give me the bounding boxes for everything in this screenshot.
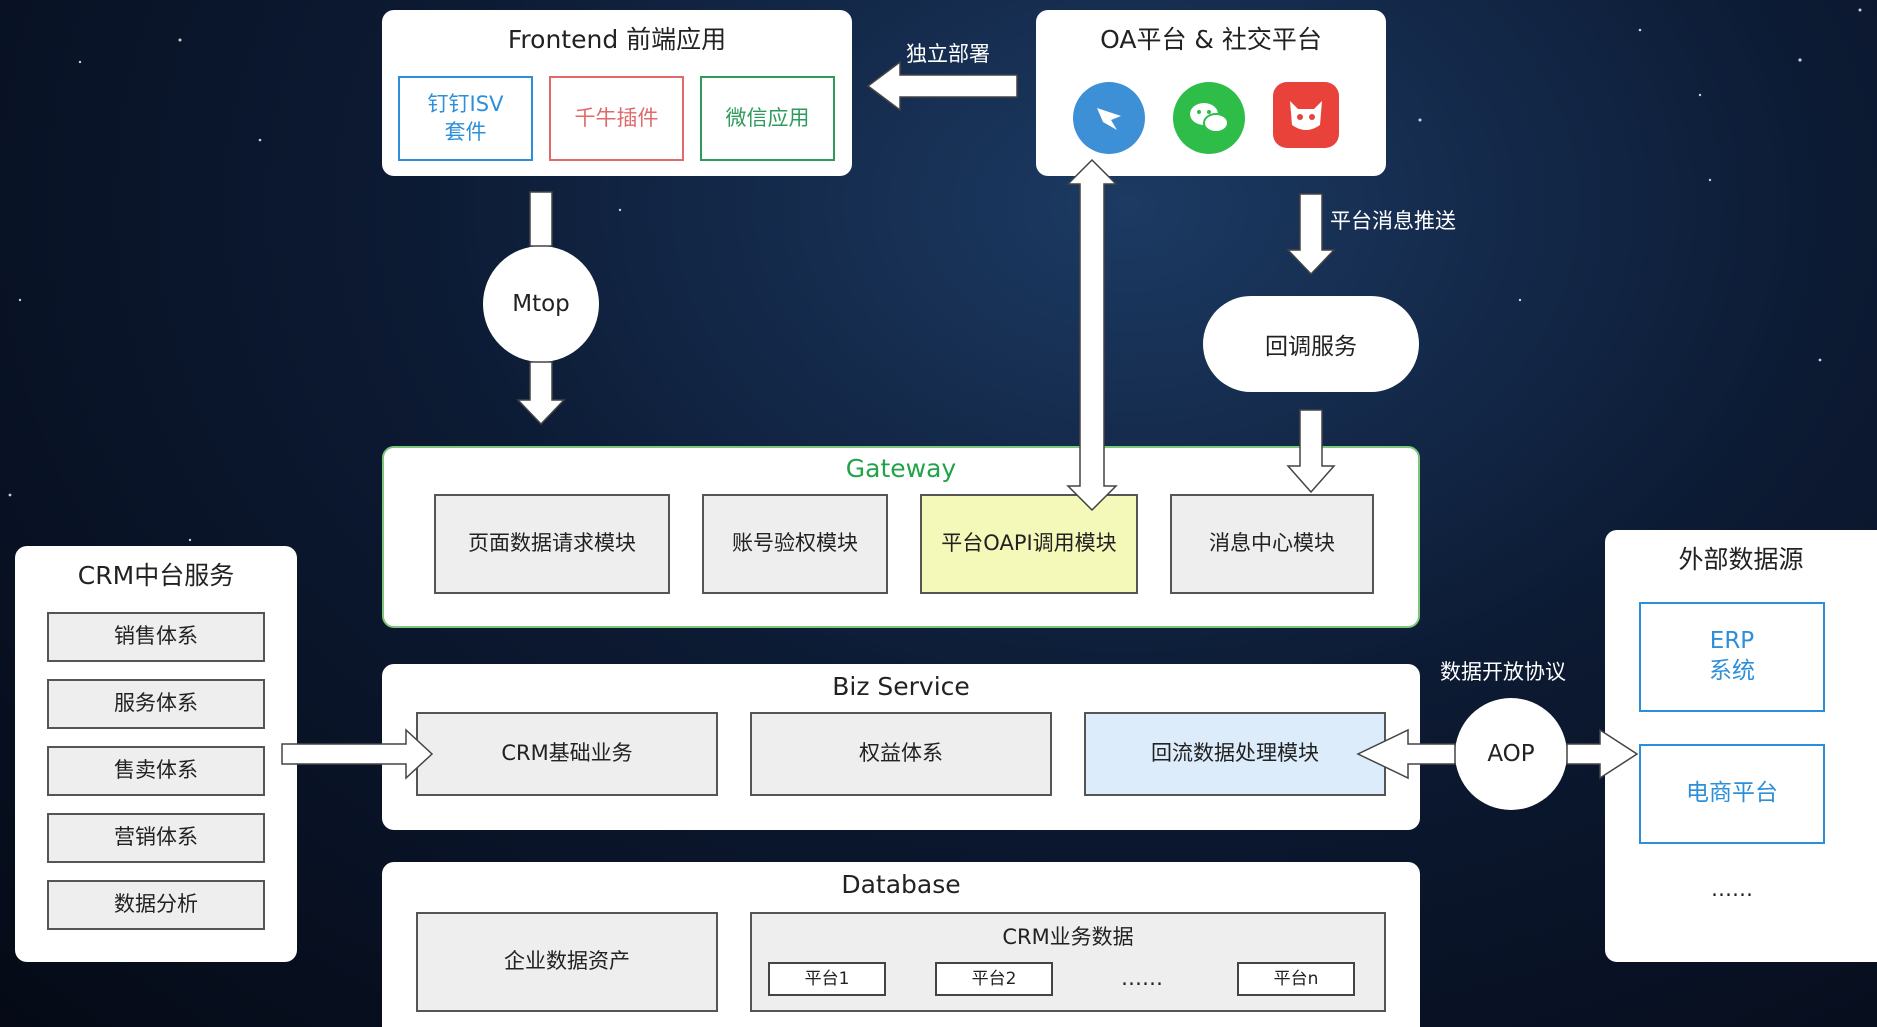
biz-service-title: Biz Service — [832, 672, 970, 701]
rights-system-box: 权益体系 — [750, 712, 1052, 796]
external-data-title: 外部数据源 — [1678, 545, 1804, 574]
external-data-panel: 外部数据源 ERP 系统 电商平台 …… — [1605, 530, 1877, 962]
qianniu-plugin-box: 千牛插件 — [549, 76, 684, 161]
backflow-data-module: 回流数据处理模块 — [1084, 712, 1386, 796]
callback-service-node: 回调服务 — [1203, 296, 1419, 392]
frontend-title: Frontend 前端应用 — [507, 25, 727, 54]
oapi-call-module: 平台OAPI调用模块 — [920, 494, 1138, 594]
platform-ellipsis: …… — [1121, 966, 1163, 991]
database-panel: Database 企业数据资产 CRM业务数据 平台1 平台2 …… 平台n — [382, 862, 1420, 1027]
enterprise-data-asset-box: 企业数据资产 — [416, 912, 718, 1012]
oa-panel: OA平台 & 社交平台 — [1036, 10, 1386, 176]
database-title: Database — [841, 870, 961, 899]
push-label: 平台消息推送 — [1330, 209, 1456, 233]
aop-node: AOP — [1455, 698, 1567, 810]
platform-2-box: 平台2 — [935, 962, 1053, 996]
wechat-app-box: 微信应用 — [700, 76, 835, 161]
platform-1-box: 平台1 — [768, 962, 886, 996]
deploy-label: 独立部署 — [906, 42, 990, 66]
page-data-request-module: 页面数据请求模块 — [434, 494, 670, 594]
gateway-title: Gateway — [845, 454, 957, 483]
erp-system-box: ERP 系统 — [1639, 602, 1825, 712]
crm-center-title: CRM中台服务 — [77, 561, 235, 590]
ecommerce-platform-box: 电商平台 — [1639, 744, 1825, 844]
biz-service-panel: Biz Service CRM基础业务 权益体系 回流数据处理模块 — [382, 664, 1420, 830]
selling-system-box: 售卖体系 — [47, 746, 265, 796]
dingtalk-isv-box: 钉钉ISV 套件 — [398, 76, 533, 161]
mtop-node: Mtop — [483, 246, 599, 362]
marketing-system-box: 营销体系 — [47, 813, 265, 863]
platform-n-box: 平台n — [1237, 962, 1355, 996]
qianniu-icon — [1273, 82, 1339, 148]
external-more-ellipsis: …… — [1711, 877, 1753, 902]
data-analysis-box: 数据分析 — [47, 880, 265, 930]
sales-system-box: 销售体系 — [47, 612, 265, 662]
oa-title: OA平台 & 社交平台 — [1100, 25, 1322, 54]
crm-center-panel: CRM中台服务 销售体系 服务体系 售卖体系 营销体系 数据分析 — [15, 546, 297, 962]
service-system-box: 服务体系 — [47, 679, 265, 729]
message-center-module: 消息中心模块 — [1170, 494, 1374, 594]
dingtalk-icon — [1073, 82, 1145, 154]
crm-basic-business-box: CRM基础业务 — [416, 712, 718, 796]
wechat-icon — [1173, 82, 1245, 154]
open-protocol-label: 数据开放协议 — [1440, 660, 1566, 684]
account-auth-module: 账号验权模块 — [702, 494, 888, 594]
frontend-panel: Frontend 前端应用 钉钉ISV 套件 千牛插件 微信应用 — [382, 10, 852, 176]
gateway-panel: Gateway 页面数据请求模块 账号验权模块 平台OAPI调用模块 消息中心模… — [382, 446, 1420, 628]
crm-business-data-title: CRM业务数据 — [1002, 925, 1134, 949]
